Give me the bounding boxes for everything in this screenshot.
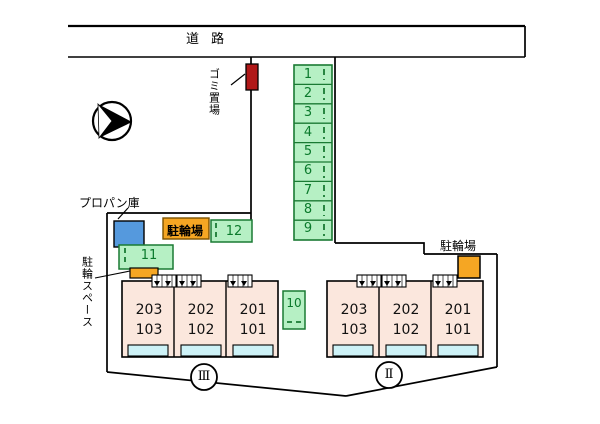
stall-label-12: 12 xyxy=(225,224,243,239)
parking-stall-12 xyxy=(210,219,253,243)
stall-label-4: 4 xyxy=(303,125,313,140)
parking-column-stalls xyxy=(293,64,333,241)
unit-label-b2-u3-upper: 201 xyxy=(444,302,472,318)
stall-label-10: 10 xyxy=(286,296,302,310)
unit-label-b3-u3-upper: 201 xyxy=(239,302,267,318)
propane-label: プロパン庫 xyxy=(79,196,140,210)
building-mark-2: Ⅱ xyxy=(384,367,394,382)
unit-label-b3-u2-lower: 102 xyxy=(187,322,215,338)
unit-label-b2-u2-upper: 202 xyxy=(392,302,420,318)
unit-label-b2-u1-upper: 203 xyxy=(340,302,368,318)
unit-label-b2-u1-lower: 103 xyxy=(340,322,368,338)
north-arrow-icon xyxy=(91,100,133,142)
bicycle-space-strip xyxy=(94,267,159,279)
bicycle-parking-label-left: 駐輪場 xyxy=(167,224,204,238)
parking-stall-10 xyxy=(282,290,306,330)
road-band xyxy=(68,24,525,58)
bicycle-parking-label-right: 駐輪場 xyxy=(440,239,477,253)
stall-label-3: 3 xyxy=(303,105,313,120)
unit-label-b3-u3-lower: 101 xyxy=(239,322,267,338)
stall-label-9: 9 xyxy=(303,221,313,236)
unit-label-b2-u2-lower: 102 xyxy=(392,322,420,338)
road-label: 道 路 xyxy=(186,32,229,47)
building-mark-3: Ⅲ xyxy=(197,369,211,384)
gomi-label: ゴミ置場 xyxy=(207,68,221,116)
unit-label-b3-u1-lower: 103 xyxy=(135,322,163,338)
bicycle-parking-tag-left xyxy=(162,217,210,240)
stall-label-6: 6 xyxy=(303,163,313,178)
unit-label-b3-u1-upper: 203 xyxy=(135,302,163,318)
unit-label-b3-u2-upper: 202 xyxy=(187,302,215,318)
bicycle-parking-box-right xyxy=(457,255,481,279)
building-3-structure xyxy=(121,274,279,391)
stall-label-1: 1 xyxy=(303,67,313,82)
unit-label-b2-u3-lower: 101 xyxy=(444,322,472,338)
stall-label-11: 11 xyxy=(140,248,158,263)
building-2-structure xyxy=(326,274,484,389)
stall-label-5: 5 xyxy=(303,144,313,159)
stall-label-8: 8 xyxy=(303,202,313,217)
propane-storage-box xyxy=(113,207,145,248)
stall-label-2: 2 xyxy=(303,86,313,101)
bicycle-space-label: 駐輪スペース xyxy=(80,256,94,328)
stall-label-7: 7 xyxy=(303,183,313,198)
gomi-box xyxy=(230,63,259,91)
